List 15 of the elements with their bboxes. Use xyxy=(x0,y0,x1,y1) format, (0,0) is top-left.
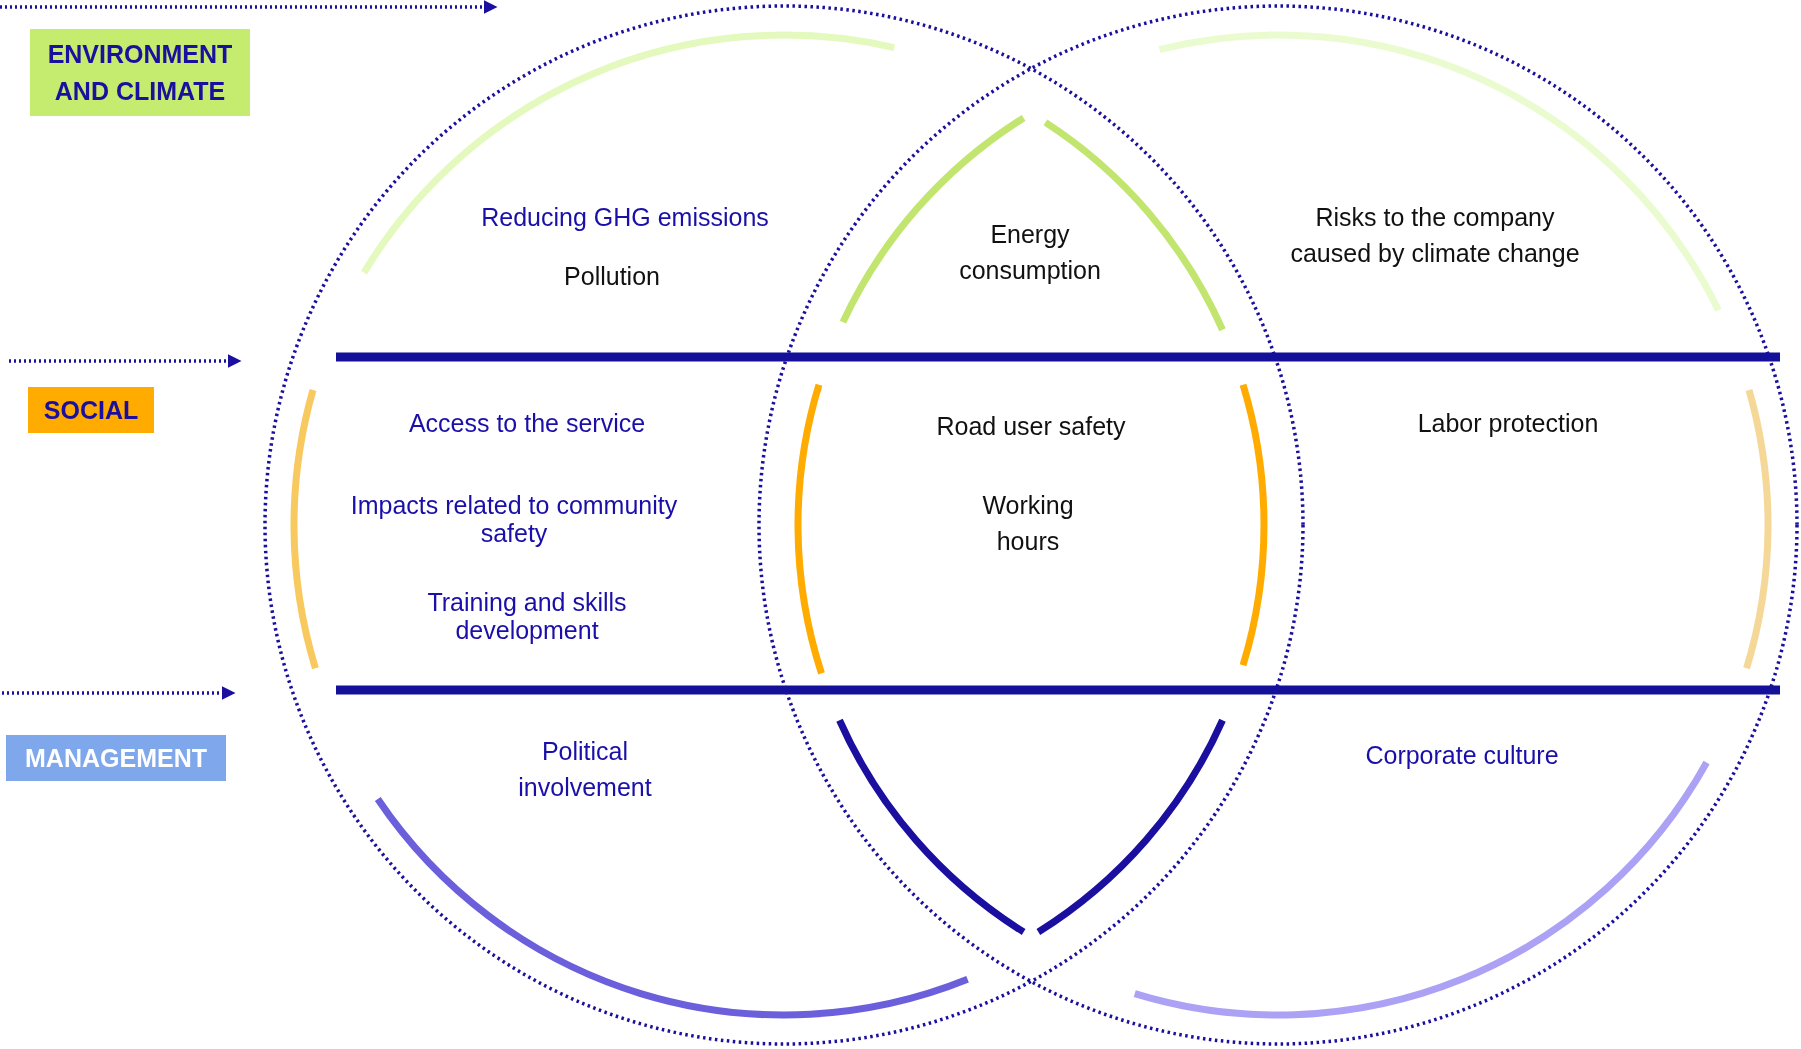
topic-label: Impacts related to community safety xyxy=(349,491,679,547)
topic-label: Energy consumption xyxy=(958,219,1102,286)
topic-label: Training and skills development xyxy=(426,588,628,644)
topic-label: Reducing GHG emissions xyxy=(480,202,770,232)
topic-label: Corporate culture xyxy=(1364,740,1560,770)
category-box: ENVIRONMENT AND CLIMATE xyxy=(30,29,250,116)
topic-label: Working hours xyxy=(981,490,1075,557)
topic-label: Political involvement xyxy=(517,736,653,803)
topic-label: Pollution xyxy=(563,261,661,291)
topic-label: Risks to the company caused by climate change xyxy=(1289,202,1581,269)
topic-label: Access to the service xyxy=(407,408,647,438)
topic-label: Labor protection xyxy=(1416,408,1600,438)
category-box: SOCIAL xyxy=(28,387,154,433)
category-box: MANAGEMENT xyxy=(6,735,226,781)
topic-label: Road user safety xyxy=(935,411,1127,441)
